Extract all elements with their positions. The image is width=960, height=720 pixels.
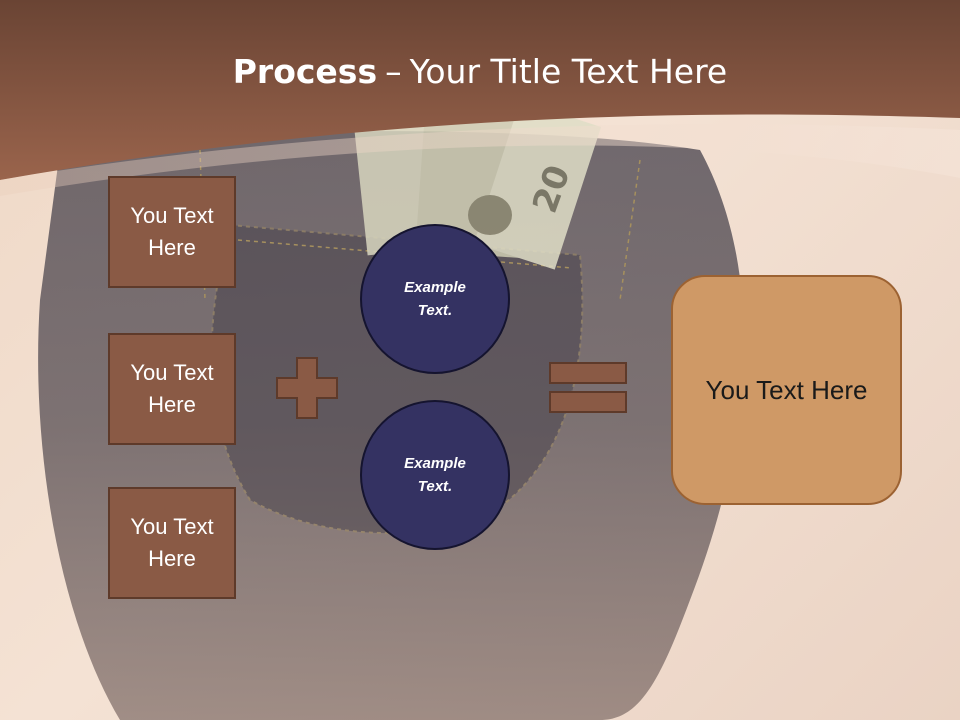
example-circle-1: Example Text. — [360, 224, 510, 374]
circle-label: Example Text. — [404, 279, 466, 319]
slide-title: Process–Your Title Text Here — [0, 52, 960, 91]
input-box-1: You Text Here — [108, 176, 236, 288]
input-box-2: You Text Here — [108, 333, 236, 445]
result-box: You Text Here — [671, 275, 902, 505]
result-label: You Text Here — [705, 374, 868, 405]
input-box-label: You Text Here — [130, 360, 214, 417]
title-bold-part: Process — [232, 52, 378, 91]
title-separator: – — [385, 52, 402, 91]
equals-icon-top-bar — [549, 362, 627, 384]
equals-icon-bottom-bar — [549, 391, 627, 413]
circle-label: Example Text. — [404, 455, 466, 495]
input-box-label: You Text Here — [130, 203, 214, 260]
title-rest: Your Title Text Here — [409, 52, 728, 91]
input-box-label: You Text Here — [130, 514, 214, 571]
input-box-3: You Text Here — [108, 487, 236, 599]
example-circle-2: Example Text. — [360, 400, 510, 550]
plus-icon — [276, 357, 338, 419]
